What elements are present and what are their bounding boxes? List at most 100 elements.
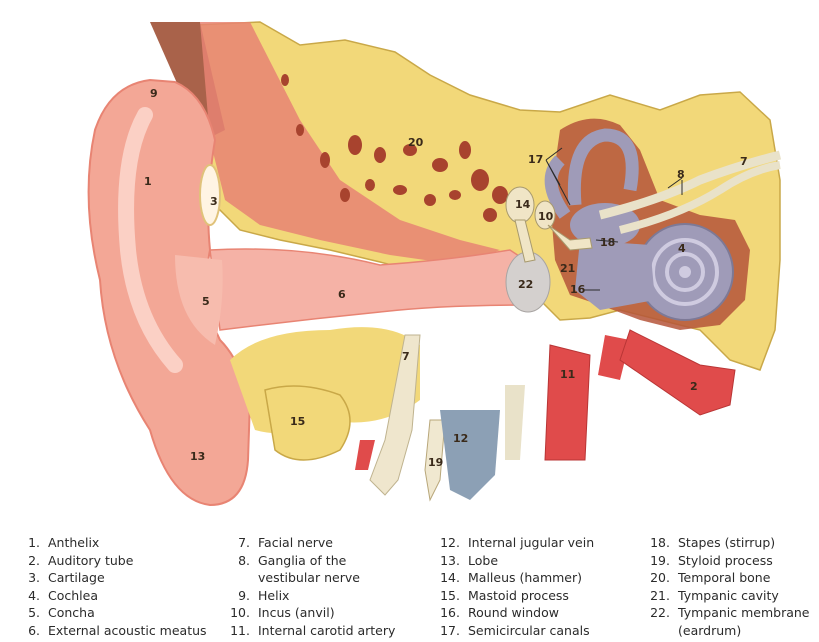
- callout-6: 6: [338, 288, 346, 301]
- callout-11: 11: [560, 368, 575, 381]
- callout-12: 12: [453, 432, 468, 445]
- legend-number: 20.: [650, 570, 670, 585]
- legend-number: 3.: [28, 570, 40, 585]
- carotid-small: [598, 335, 630, 380]
- callout-17: 17: [528, 153, 543, 166]
- callout-4: 4: [678, 242, 686, 255]
- legend-number: 9.: [238, 587, 250, 603]
- legend-label: Incus (anvil): [258, 605, 335, 620]
- legend-item: 12. Internal jugular vein: [432, 534, 594, 552]
- legend-label: Round window: [468, 605, 559, 620]
- legend-number: 12.: [440, 535, 460, 550]
- legend-number: 4.: [28, 587, 40, 603]
- legend-item: 1. Anthelix: [20, 534, 207, 552]
- legend-label: External acoustic meatus: [48, 622, 207, 638]
- legend-number: 18.: [650, 535, 670, 550]
- legend-item: 22.Tympanic membrane (eardrum): [642, 604, 819, 639]
- cartilage: [199, 164, 221, 226]
- facial-nerve-lower: [369, 334, 421, 496]
- anthelix-ridge: [118, 107, 183, 373]
- legend-number: 19.: [650, 552, 670, 568]
- legend-item: 11.Internal carotid artery: [222, 622, 408, 640]
- callout-16: 16: [570, 283, 586, 296]
- legend-item: 6. External acoustic meatus: [20, 622, 207, 640]
- legend-item: 18. Stapes (stirrup): [642, 534, 819, 552]
- legend-number: 8.: [238, 552, 250, 568]
- callout-7b: 7: [402, 350, 410, 363]
- internal-jugular-vein: [440, 410, 500, 500]
- callout-15: 15: [290, 415, 305, 428]
- legend-item: 10. Incus (anvil): [222, 604, 408, 622]
- legend-item: 9. Helix: [222, 587, 408, 605]
- legend-item: 13.Lobe: [432, 552, 594, 570]
- legend-item: 3. Cartilage: [20, 569, 207, 587]
- legend-column-1: 1. Anthelix 2. Auditory tube 3. Cartilage 4.Co…: [20, 534, 207, 640]
- legend-number: 16.: [440, 605, 460, 620]
- legend-label: Stapes (stirrup): [678, 535, 776, 550]
- legend-label: Styloid process: [678, 552, 773, 568]
- legend-item: 4.Cochlea: [20, 587, 207, 605]
- legend-number: 6.: [28, 622, 40, 638]
- callout-21: 21: [560, 262, 575, 275]
- callout-5: 5: [202, 295, 210, 308]
- callout-18: 18: [600, 236, 615, 249]
- legend-label: Cartilage: [48, 570, 105, 585]
- callout-7a: 7: [740, 155, 748, 168]
- callout-1: 1: [144, 175, 152, 188]
- auditory-tube: [619, 329, 736, 416]
- internal-carotid-artery: [544, 344, 591, 461]
- legend-label: Mastoid process: [468, 587, 569, 603]
- legend-label: Ganglia of the vestibular nerve: [258, 552, 360, 586]
- legend-label: Tympanic membrane (eardrum): [678, 605, 810, 638]
- legend-label: Internal carotid artery: [258, 622, 396, 638]
- callout-13: 13: [190, 450, 205, 463]
- ligament: [505, 385, 525, 460]
- legend-label: Tympanic cavity: [678, 587, 779, 603]
- concha-bowl: [175, 255, 223, 345]
- callout-14: 14: [515, 198, 531, 211]
- mastoid-process: [264, 385, 351, 461]
- ossicles: [505, 186, 593, 263]
- red-vessel-left: [355, 440, 375, 470]
- callout-2: 2: [690, 380, 698, 393]
- callout-8: 8: [677, 168, 685, 181]
- legend-item: 2. Auditory tube: [20, 552, 207, 570]
- muscle-layer: [200, 22, 500, 265]
- bone-marrow-spots: [281, 74, 508, 222]
- callout-9: 9: [150, 87, 158, 100]
- callout-10: 10: [538, 210, 554, 223]
- legend-number: 15.: [440, 587, 460, 603]
- callout-22: 22: [518, 278, 533, 291]
- legend-label: Malleus (hammer): [468, 570, 583, 585]
- vestibule: [570, 203, 640, 247]
- cochlea-base: [575, 240, 655, 310]
- legend-number: 1.: [28, 535, 40, 550]
- legend-column-4: 18. Stapes (stirrup) 19. Styloid process 20.…: [642, 534, 819, 639]
- callout-3: 3: [210, 195, 218, 208]
- legend-number: 14.: [440, 570, 460, 585]
- facial-nerve-upper: [619, 161, 781, 234]
- legend-number: 2.: [28, 552, 40, 568]
- legend-label: Helix: [258, 587, 290, 603]
- legend-item: 14. Malleus (hammer): [432, 569, 594, 587]
- legend-label: Internal jugular vein: [468, 535, 595, 550]
- legend-item: 5.Concha: [20, 604, 207, 622]
- legend-label: Temporal bone: [678, 570, 771, 585]
- legend-label: Auditory tube: [48, 552, 134, 568]
- callout-numbers: 1 2 3 4 5 6 7 7 8 9 10 11 12 13 14 15 16…: [144, 87, 748, 469]
- legend-item: 16. Round window: [432, 604, 594, 622]
- legend-label: Anthelix: [48, 535, 100, 550]
- legend-number: 21.: [650, 587, 670, 603]
- legend-item: 7.Facial nerve: [222, 534, 408, 552]
- legend-label: Semicircular canals: [468, 622, 590, 638]
- legend-number: 13.: [440, 552, 460, 568]
- leader-lines: [545, 147, 683, 291]
- legend-item: 21. Tympanic cavity: [642, 587, 819, 605]
- legend-number: 10.: [230, 605, 250, 620]
- callout-20: 20: [408, 136, 424, 149]
- legend-item: 19. Styloid process: [642, 552, 819, 570]
- legend-number: 5.: [28, 605, 40, 620]
- legend-number: 17.: [440, 622, 460, 638]
